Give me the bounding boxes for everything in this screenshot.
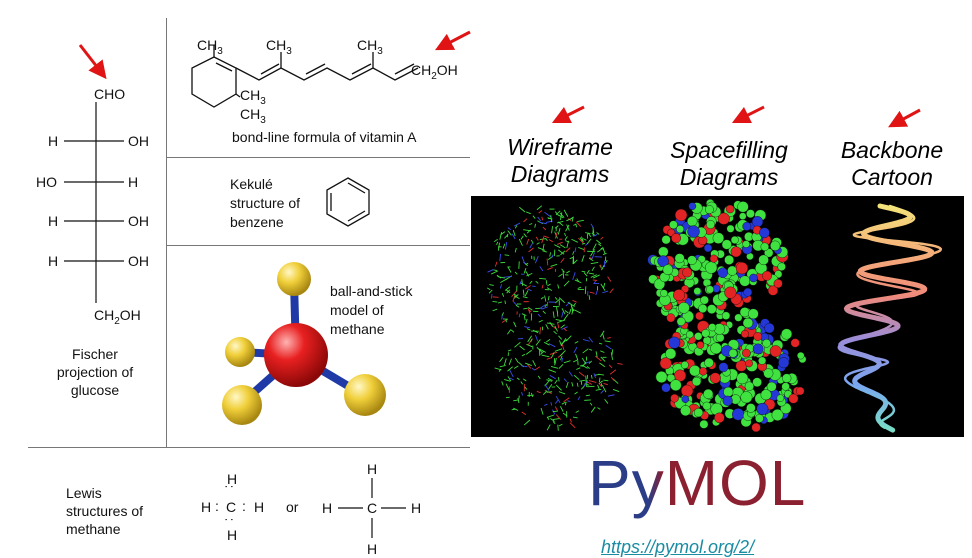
fischer-row-2-right: H — [128, 174, 139, 190]
lewis-dot-pair-top: : — [222, 484, 238, 489]
lewis-dot-pair-bottom: : — [222, 517, 238, 522]
lewis-line-h-left: H — [322, 500, 333, 516]
lewis-line-h-bottom: H — [367, 541, 378, 557]
backbone-cartoon-image — [837, 203, 942, 433]
fischer-row-2-left: HO — [36, 174, 57, 190]
vitamin-a-bonds — [191, 45, 419, 108]
divider-vertical-main — [166, 18, 167, 447]
benzene-caption: Kekulé structure of benzene — [230, 176, 301, 230]
fischer-caption: Fischer projection of glucose — [56, 346, 134, 398]
fischer-bonds — [64, 102, 124, 303]
fischer-row-1-right: OH — [128, 133, 149, 149]
fischer-top-group: CHO — [94, 86, 126, 102]
lewis-line-h-right: H — [411, 500, 422, 516]
lewis-line-bonds — [338, 478, 406, 538]
vitamin-a-ch2oh: CH2OH — [411, 62, 458, 82]
fischer-row-3-left: H — [48, 213, 59, 229]
divider-horizontal-1 — [166, 157, 470, 158]
lewis-or: or — [286, 499, 299, 515]
vitamin-a-methyl-2: CH3 — [266, 37, 292, 57]
fischer-bottom-group: CH2OH — [94, 307, 141, 327]
vitamin-a-methyl-5: CH3 — [240, 106, 266, 126]
lewis-line-h-top: H — [367, 461, 378, 477]
pymol-logo-text: PyMOL — [588, 447, 807, 519]
lewis-line-c: C — [367, 500, 378, 516]
fischer-row-1-left: H — [48, 133, 59, 149]
lewis-dot-pair-left: : — [215, 498, 219, 514]
lewis-dot-h-bottom: H — [227, 527, 238, 543]
methane-ball-stick-icon — [222, 262, 386, 425]
vitamin-a-methyl-1: CH3 — [197, 37, 223, 57]
red-arrow-icon — [551, 105, 585, 124]
vitamin-a-caption: bond-line formula of vitamin A — [232, 129, 417, 145]
methane-ball-caption: ball-and-stick model of methane — [330, 283, 413, 337]
lewis-dot-h-right: H — [254, 499, 265, 515]
pymol-url-link[interactable]: https://pymol.org/2/ — [601, 537, 755, 557]
spacefilling-protein-image — [647, 199, 807, 433]
vitamin-a-methyl-4: CH3 — [240, 87, 266, 107]
fischer-row-4-left: H — [48, 253, 59, 269]
red-arrow-icon — [888, 108, 921, 128]
red-arrow-icon — [731, 105, 765, 124]
lewis-dot-pair-right: : — [242, 498, 246, 514]
lewis-dot-h-left: H — [201, 499, 212, 515]
divider-horizontal-bottom — [28, 447, 470, 448]
fischer-row-4-right: OH — [128, 253, 149, 269]
vitamin-a-methyl-3: CH3 — [357, 37, 383, 57]
benzene-ring-icon — [326, 177, 370, 227]
lewis-dot-c: C — [226, 499, 237, 515]
lewis-dot-h-top: H — [227, 471, 238, 487]
divider-horizontal-2 — [166, 245, 470, 246]
lewis-caption: Lewis structures of methane — [66, 485, 144, 537]
fischer-row-3-right: OH — [128, 213, 149, 229]
pymol-logo: PyMOL — [588, 448, 806, 518]
wireframe-protein-image — [486, 205, 623, 431]
